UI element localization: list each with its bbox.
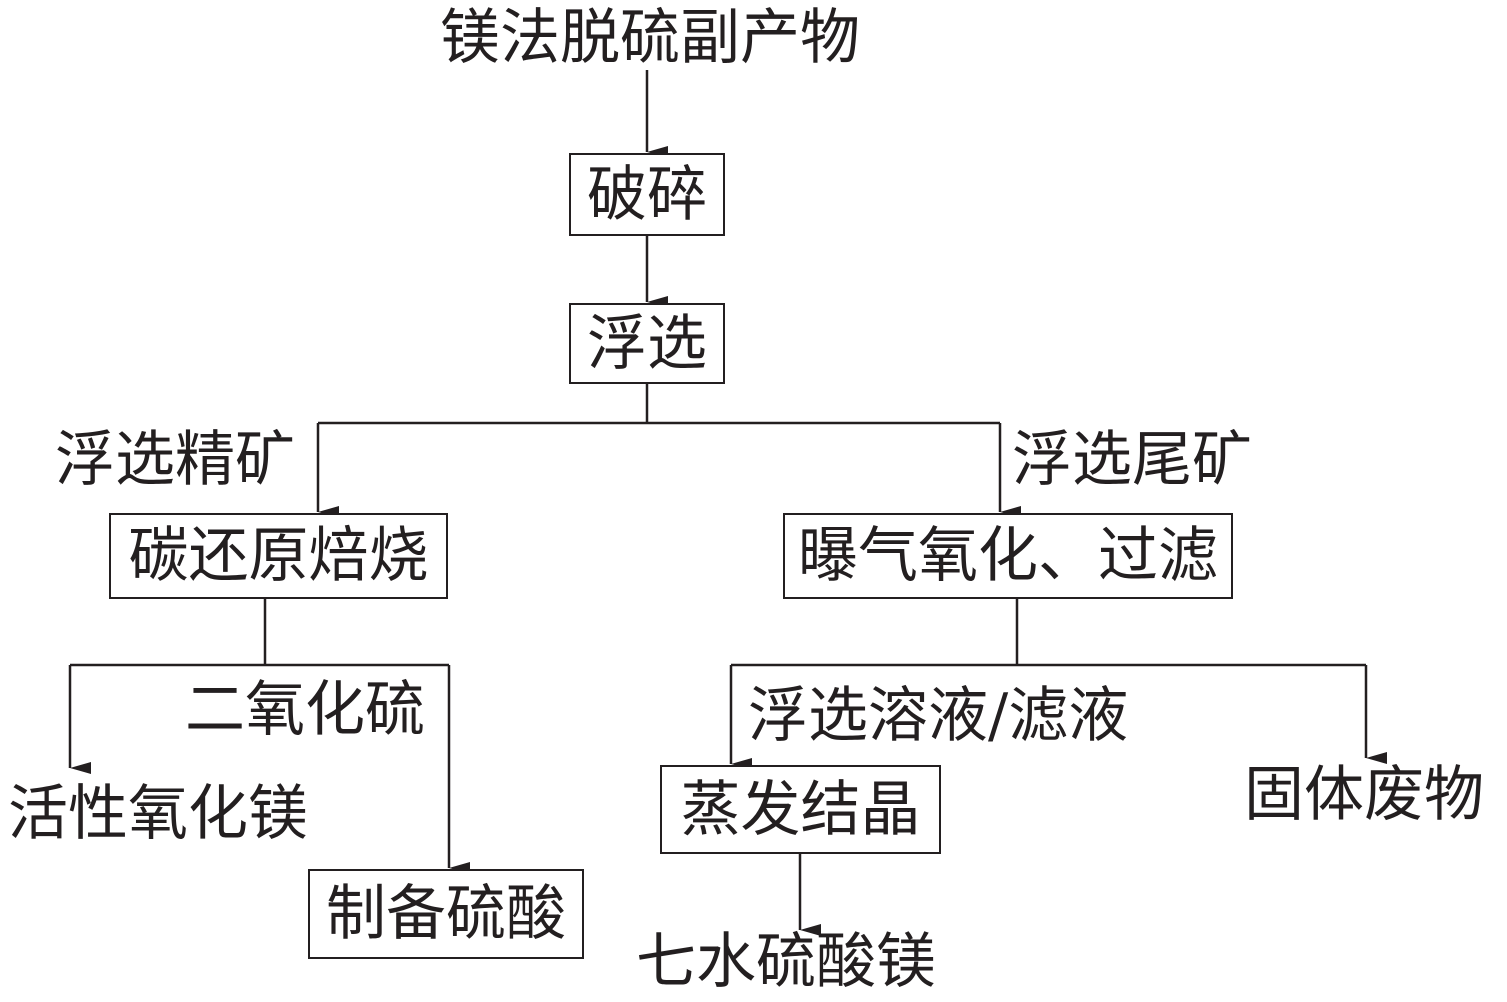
concentrate-label: 浮选精矿 [55, 425, 295, 495]
solid-waste-label: 固体废物 [1244, 760, 1484, 830]
tailings-label: 浮选尾矿 [1012, 425, 1252, 495]
evaporation-box: 蒸发结晶 [660, 765, 941, 854]
mgso4-label: 七水硫酸镁 [636, 927, 936, 997]
so2-label: 二氧化硫 [185, 675, 425, 745]
active-mgo-label: 活性氧化镁 [8, 779, 308, 849]
roasting-box: 碳还原焙烧 [109, 513, 448, 599]
aeration-box: 曝气氧化、过滤 [783, 513, 1233, 599]
sulfuric-acid-box: 制备硫酸 [308, 869, 584, 959]
flotation-box: 浮选 [569, 303, 725, 384]
filtrate-label: 浮选溶液/滤液 [748, 681, 1129, 751]
source-label: 镁法脱硫副产物 [440, 3, 860, 73]
crush-box: 破碎 [569, 153, 725, 236]
